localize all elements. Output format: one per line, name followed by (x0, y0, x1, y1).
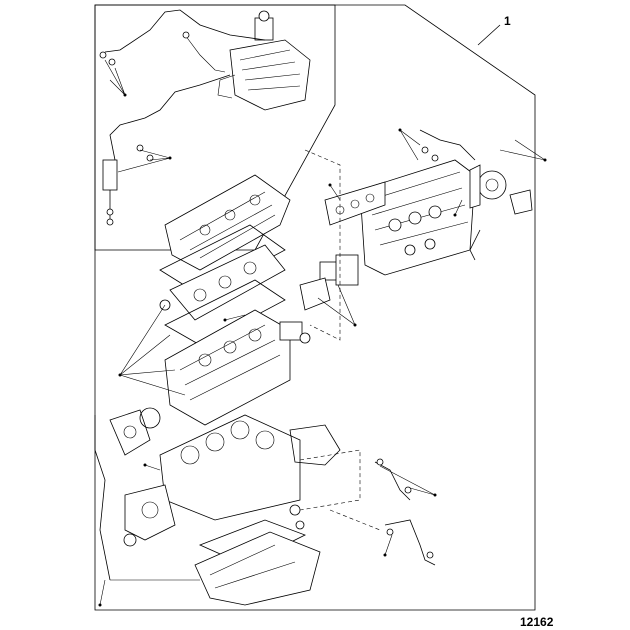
valve-cover (164, 174, 291, 271)
intake-manifold-assembly (359, 159, 476, 276)
water-pump-gasket (139, 407, 161, 429)
oil-pan (194, 531, 321, 606)
callout-leader-line (477, 24, 501, 46)
water-pump (109, 409, 151, 456)
figure-number: 12162 (520, 615, 554, 629)
thermostat-housing (279, 321, 311, 344)
head-gasket-upper (164, 279, 286, 346)
engine-block (159, 414, 301, 521)
fuel-line-upper (104, 9, 266, 53)
injection-pump-inset (94, 4, 336, 251)
oil-feed-line (419, 129, 476, 162)
injection-pump (217, 10, 311, 111)
oil-line-upper-right (374, 458, 412, 501)
camshaft-carrier (169, 244, 286, 321)
timing-cover (124, 484, 176, 541)
fuel-injector (102, 159, 118, 226)
dipstick-tube (94, 415, 111, 581)
cylinder-head (164, 309, 291, 426)
kit-outline (94, 4, 536, 611)
callout-label: 1 (504, 14, 511, 28)
fuel-line-lower (109, 74, 231, 161)
rear-seal-gasket (289, 424, 341, 466)
exhaust-elbow-gaskets (299, 254, 359, 311)
turbo-assembly (469, 164, 533, 261)
oil-line-lower-right (384, 519, 436, 566)
